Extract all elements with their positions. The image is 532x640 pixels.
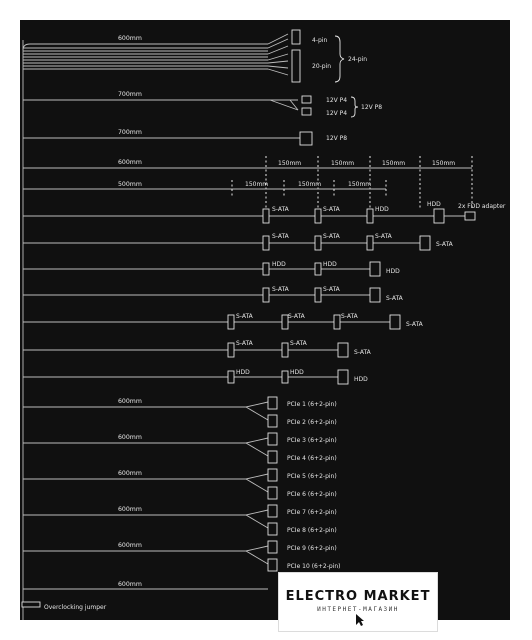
svg-text:S-ATA: S-ATA (272, 286, 290, 293)
p4-label-2: 12V P4 (326, 110, 347, 117)
svg-text:S-ATA: S-ATA (436, 241, 454, 248)
svg-text:600mm: 600mm (118, 434, 142, 441)
main-atx-cable: 600mm 4-pin 20-pin 24-pin (22, 29, 367, 83)
svg-text:S-ATA: S-ATA (323, 206, 341, 213)
svg-text:HDD: HDD (236, 369, 250, 376)
svg-text:PCIe 2 (6+2-pin): PCIe 2 (6+2-pin) (287, 419, 337, 426)
4pin-connector (291, 29, 301, 45)
cable-diagram: 600mm 4-pin 20-pin 24-pin 700mm 12V P4 1… (21, 29, 506, 620)
cursor-icon (356, 614, 364, 626)
p4-connector-2 (301, 107, 312, 116)
peripheral-scale: 600mm 150mm 150mm 150mm 150mm 500mm 150m… (23, 156, 473, 210)
svg-text:HDD: HDD (272, 261, 286, 268)
svg-text:HDD: HDD (375, 206, 389, 213)
watermark-title: ELECTRO MARKET (285, 589, 431, 604)
svg-text:S-ATA: S-ATA (375, 233, 393, 240)
svg-text:600mm: 600mm (118, 398, 142, 405)
p4-cable-length: 700mm (118, 91, 142, 98)
svg-text:HDD: HDD (386, 268, 400, 275)
svg-text:S-ATA: S-ATA (288, 313, 306, 320)
overclocking-jumper: Overclocking jumper (21, 601, 107, 611)
svg-text:2x FDD adapter: 2x FDD adapter (458, 203, 506, 210)
watermark-subtitle: ИНТЕРНЕТ-МАГАЗИН (317, 606, 399, 613)
svg-text:600mm: 600mm (118, 581, 142, 588)
svg-text:S-ATA: S-ATA (272, 233, 290, 240)
svg-text:S-ATA: S-ATA (406, 321, 424, 328)
4pin-label: 4-pin (312, 37, 327, 44)
svg-text:600mm: 600mm (118, 506, 142, 513)
svg-text:HDD: HDD (290, 369, 304, 376)
svg-text:PCIe 9 (6+2-pin): PCIe 9 (6+2-pin) (287, 545, 337, 552)
svg-text:PCIe 5 (6+2-pin): PCIe 5 (6+2-pin) (287, 473, 337, 480)
24pin-brace (334, 35, 345, 83)
svg-text:HDD: HDD (323, 261, 337, 268)
svg-text:HDD: HDD (427, 201, 441, 208)
peripheral-cable-4: S-ATA S-ATA S-ATA (23, 286, 404, 303)
peripheral-cable-2: S-ATA S-ATA S-ATA S-ATA (23, 233, 454, 251)
p8-group-label: 12V P8 (361, 104, 382, 111)
svg-text:S-ATA: S-ATA (354, 349, 372, 356)
p4-connector-1 (301, 95, 312, 104)
p8-label: 12V P8 (326, 135, 347, 142)
cpu-cable-p4: 700mm 12V P4 12V P4 12V P8 (23, 91, 382, 118)
peripheral-cable-6: S-ATA S-ATA S-ATA (23, 340, 372, 358)
peripheral-cable-5: S-ATA S-ATA S-ATA S-ATA (23, 313, 424, 330)
svg-text:S-ATA: S-ATA (236, 340, 254, 347)
scale-row1-seg-1: 150mm (278, 160, 301, 167)
svg-text:600mm: 600mm (118, 470, 142, 477)
svg-text:S-ATA: S-ATA (323, 286, 341, 293)
cpu-cable-p8: 700mm 12V P8 (23, 129, 347, 146)
20pin-connector (291, 49, 301, 83)
scale-row2-seg-1: 150mm (245, 181, 268, 188)
svg-text:PCIe 10 (6+2-pin): PCIe 10 (6+2-pin) (287, 563, 341, 570)
p8-connector (299, 131, 313, 146)
svg-text:S-ATA: S-ATA (290, 340, 308, 347)
peripheral-cable-7: HDD HDD HDD (23, 369, 368, 385)
watermark-logo: ELECTRO MARKET ИНТЕРНЕТ-МАГАЗИН (278, 572, 438, 632)
svg-text:PCIe 4 (6+2-pin): PCIe 4 (6+2-pin) (287, 455, 337, 462)
svg-text:PCIe 6 (6+2-pin): PCIe 6 (6+2-pin) (287, 491, 337, 498)
scale-row1-seg-4: 150mm (432, 160, 455, 167)
svg-text:PCIe 1 (6+2-pin): PCIe 1 (6+2-pin) (287, 401, 337, 408)
svg-text:PCIe 8 (6+2-pin): PCIe 8 (6+2-pin) (287, 527, 337, 534)
peripheral-cable-1: S-ATA S-ATA HDD HDD 2x FDD adapter (23, 201, 506, 224)
main-cable-length: 600mm (118, 35, 142, 42)
svg-text:600mm: 600mm (118, 542, 142, 549)
p8-cable-length: 700mm (118, 129, 142, 136)
p4-label-1: 12V P4 (326, 97, 347, 104)
svg-text:HDD: HDD (354, 376, 368, 383)
scale-row1-seg-2: 150mm (331, 160, 354, 167)
peripheral-cable-3: HDD HDD HDD (23, 261, 400, 277)
svg-text:PCIe 7 (6+2-pin): PCIe 7 (6+2-pin) (287, 509, 337, 516)
scale-row1-length: 600mm (118, 159, 142, 166)
svg-text:S-ATA: S-ATA (341, 313, 359, 320)
svg-text:S-ATA: S-ATA (323, 233, 341, 240)
scale-row1-seg-3: 150mm (382, 160, 405, 167)
svg-text:S-ATA: S-ATA (236, 313, 254, 320)
24pin-label: 24-pin (348, 56, 367, 63)
pcie-cables: 600mm 600mm 600mm 600mm 600mm 600mm PCIe… (23, 396, 341, 590)
scale-row2-seg-3: 150mm (348, 181, 371, 188)
jumper-label: Overclocking jumper (44, 604, 107, 611)
svg-text:PCIe 3 (6+2-pin): PCIe 3 (6+2-pin) (287, 437, 337, 444)
p8-brace (350, 96, 359, 118)
scale-row2-length: 500mm (118, 181, 142, 188)
svg-text:S-ATA: S-ATA (272, 206, 290, 213)
svg-text:S-ATA: S-ATA (386, 295, 404, 302)
diagram-panel: 600mm 4-pin 20-pin 24-pin 700mm 12V P4 1… (20, 20, 510, 620)
scale-row2-seg-2: 150mm (298, 181, 321, 188)
20pin-label: 20-pin (312, 63, 331, 70)
